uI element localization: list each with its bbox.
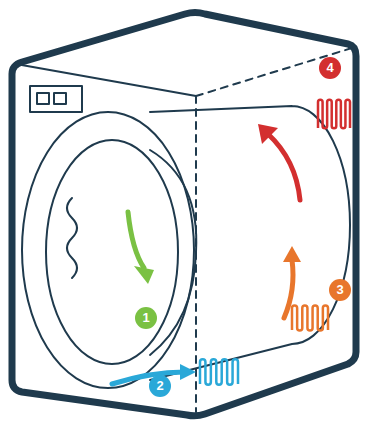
airflow-arrow <box>268 134 300 200</box>
callout-number: 3 <box>329 279 351 301</box>
top-edge <box>16 64 196 96</box>
airflow-arrowhead <box>258 124 278 144</box>
drum-opening <box>150 150 196 355</box>
heater-coil <box>200 359 238 384</box>
panel-button <box>37 93 49 104</box>
airflow-arrowhead <box>283 246 301 262</box>
panel-button <box>54 93 66 104</box>
callout-number: 1 <box>135 307 157 329</box>
heater-coil <box>318 100 350 129</box>
air-squiggle <box>67 198 77 278</box>
callout-number: 2 <box>149 375 171 397</box>
control-panel <box>30 86 82 112</box>
airflow-arrowhead <box>180 364 196 380</box>
callout-circle <box>319 57 341 79</box>
door-outer <box>22 112 194 388</box>
heater-coil <box>292 305 328 330</box>
callout-number: 4 <box>319 57 341 79</box>
callout-circle <box>149 375 171 397</box>
hidden-edge <box>196 48 352 412</box>
airflow-arrow <box>112 372 185 384</box>
housing-outline <box>12 13 356 416</box>
door-inner <box>46 140 178 364</box>
airflow-arrowhead <box>134 266 154 284</box>
callout-circle <box>329 279 351 301</box>
callout-circle <box>135 307 157 329</box>
airflow-arrow <box>128 212 144 268</box>
